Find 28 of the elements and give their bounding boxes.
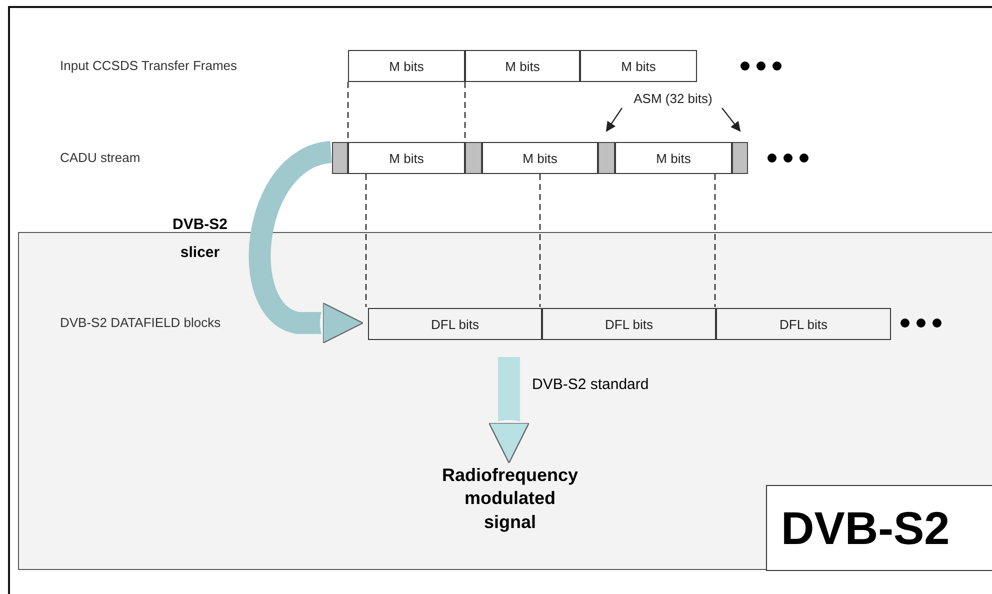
- block-arrow: [488, 357, 530, 464]
- row-label: DVB-S2 DATAFIELD blocks: [60, 315, 221, 330]
- arrow: [722, 108, 741, 132]
- sync-marker-block: [465, 142, 482, 174]
- bit-field: DFL bits: [542, 308, 716, 340]
- row-label: Input CCSDS Transfer Frames: [60, 58, 237, 73]
- guide-line: [714, 174, 716, 307]
- output-label: Radiofrequency modulated signal: [440, 463, 580, 535]
- bit-field: DFL bits: [368, 308, 542, 340]
- edge-label: DVB-S2 standard: [532, 376, 649, 393]
- bit-field: M bits: [482, 142, 598, 174]
- bit-field: M bits: [580, 50, 697, 82]
- bit-field: M bits: [348, 50, 465, 82]
- guide-line: [539, 174, 541, 307]
- bit-field: M bits: [615, 142, 732, 174]
- standard-title-box: DVB-S2: [766, 485, 992, 571]
- sync-marker-block: [732, 142, 748, 174]
- row-label: CADU stream: [60, 150, 140, 165]
- sync-marker-block: [332, 142, 348, 174]
- edge-label: DVB-S2 slicer: [171, 215, 228, 263]
- standard-panel: [18, 232, 992, 570]
- block-arrow: [248, 141, 364, 344]
- sync-marker-block: [598, 142, 615, 174]
- arrow: [606, 108, 622, 132]
- guide-line: [365, 174, 367, 307]
- bit-field: M bits: [465, 50, 580, 82]
- bit-field: M bits: [348, 142, 465, 174]
- bit-field: DFL bits: [716, 308, 891, 340]
